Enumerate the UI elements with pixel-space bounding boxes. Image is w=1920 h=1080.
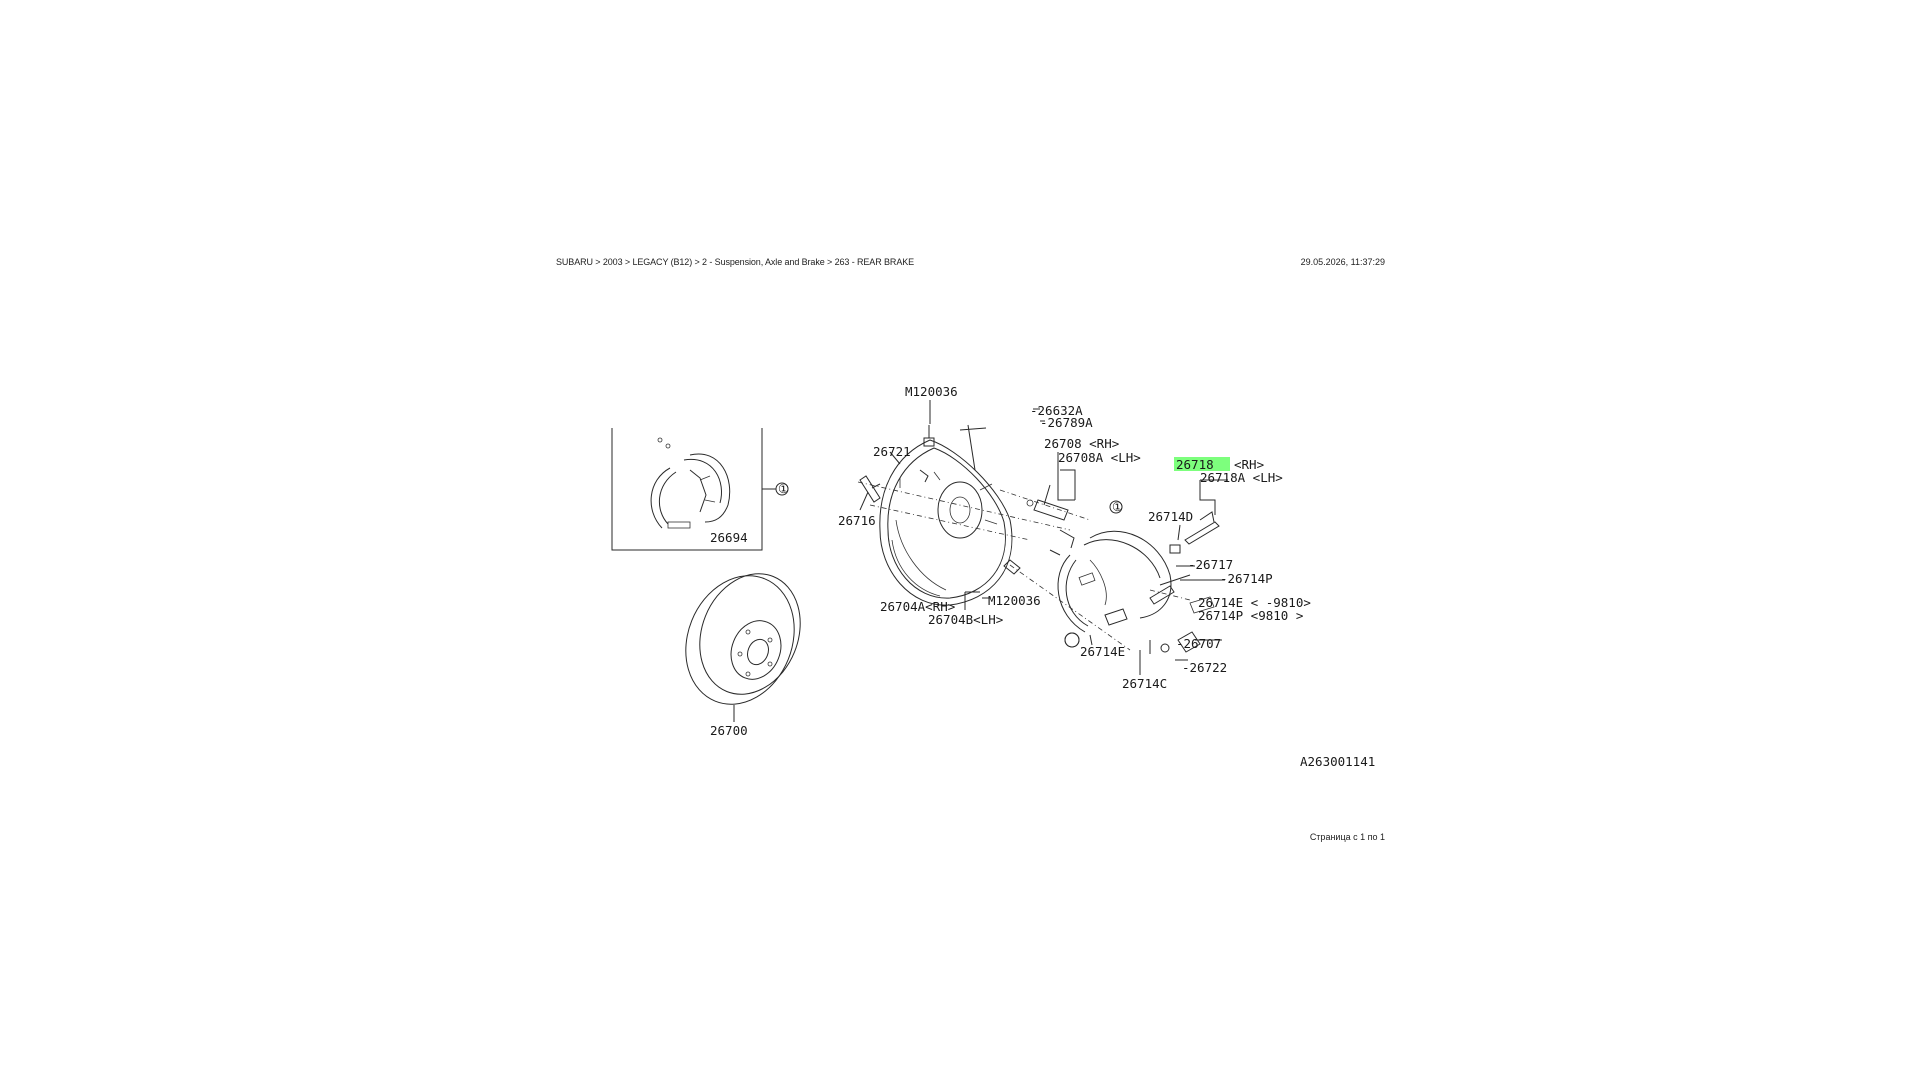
callout-1-shoe: ① xyxy=(1112,499,1123,514)
print-timestamp: 29.05.2026, 11:37:29 xyxy=(1300,257,1385,267)
label-26722: -26722 xyxy=(1182,660,1227,675)
label-m120036-bottom: M120036 xyxy=(988,593,1041,608)
label-26718-side: <RH> xyxy=(1234,457,1264,472)
label-26632a: -26632A xyxy=(1030,403,1083,418)
label-26704a: 26704A<RH> xyxy=(880,599,955,614)
label-26704b: 26704B<LH> xyxy=(928,612,1003,627)
label-26721: 26721 xyxy=(873,444,911,459)
callout-1-circle-lower xyxy=(1064,632,1080,648)
label-26714e: 26714E < -9810> xyxy=(1198,595,1311,610)
brake-shoe-assembly xyxy=(1049,529,1172,633)
label-26708a: 26708A <LH> xyxy=(1058,450,1141,465)
label-26714e-bottom: 26714E xyxy=(1080,644,1125,659)
callout-1-circle-shoe xyxy=(1109,500,1123,514)
assembly-lines xyxy=(857,481,1191,651)
label-26717: -26717 xyxy=(1188,557,1233,572)
label-26714c: 26714C xyxy=(1122,676,1167,691)
breadcrumb: SUBARU > 2003 > LEGACY (B12) > 2 - Suspe… xyxy=(556,257,915,267)
backing-plate xyxy=(879,424,1013,610)
label-26714d: 26714D xyxy=(1148,509,1193,524)
page-counter: Страница с 1 по 1 xyxy=(1309,832,1385,842)
hardware-parts xyxy=(859,425,1220,654)
highlighted-part-marker xyxy=(1174,457,1230,471)
label-26714p-top: -26714P xyxy=(1220,571,1273,586)
label-26708: 26708 <RH> xyxy=(1044,436,1119,451)
label-26694: 26694 xyxy=(710,530,748,545)
label-26716: 26716 xyxy=(838,513,876,528)
label-26707: -26707 xyxy=(1176,636,1221,651)
label-26714p-bottom: 26714P <9810 > xyxy=(1198,608,1303,623)
callout-1-inset: ① xyxy=(778,481,789,496)
label-26700: 26700 xyxy=(710,723,748,738)
label-m120036-top: M120036 xyxy=(905,384,958,399)
disc-rotor xyxy=(685,573,801,722)
shoe-set-inset: ① xyxy=(611,428,789,551)
leader-lines xyxy=(859,400,1228,675)
label-26718a: 26718A <LH> xyxy=(1200,470,1283,485)
label-26789a: -26789A xyxy=(1040,415,1093,430)
drawing-code: A263001141 xyxy=(1300,754,1375,769)
page-header: SUBARU > 2003 > LEGACY (B12) > 2 - Suspe… xyxy=(556,257,1385,273)
label-26718-highlighted: 26718 xyxy=(1176,457,1214,472)
part-labels: M120036 -26632A -26789A 26708 <RH> 26708… xyxy=(710,384,1375,769)
